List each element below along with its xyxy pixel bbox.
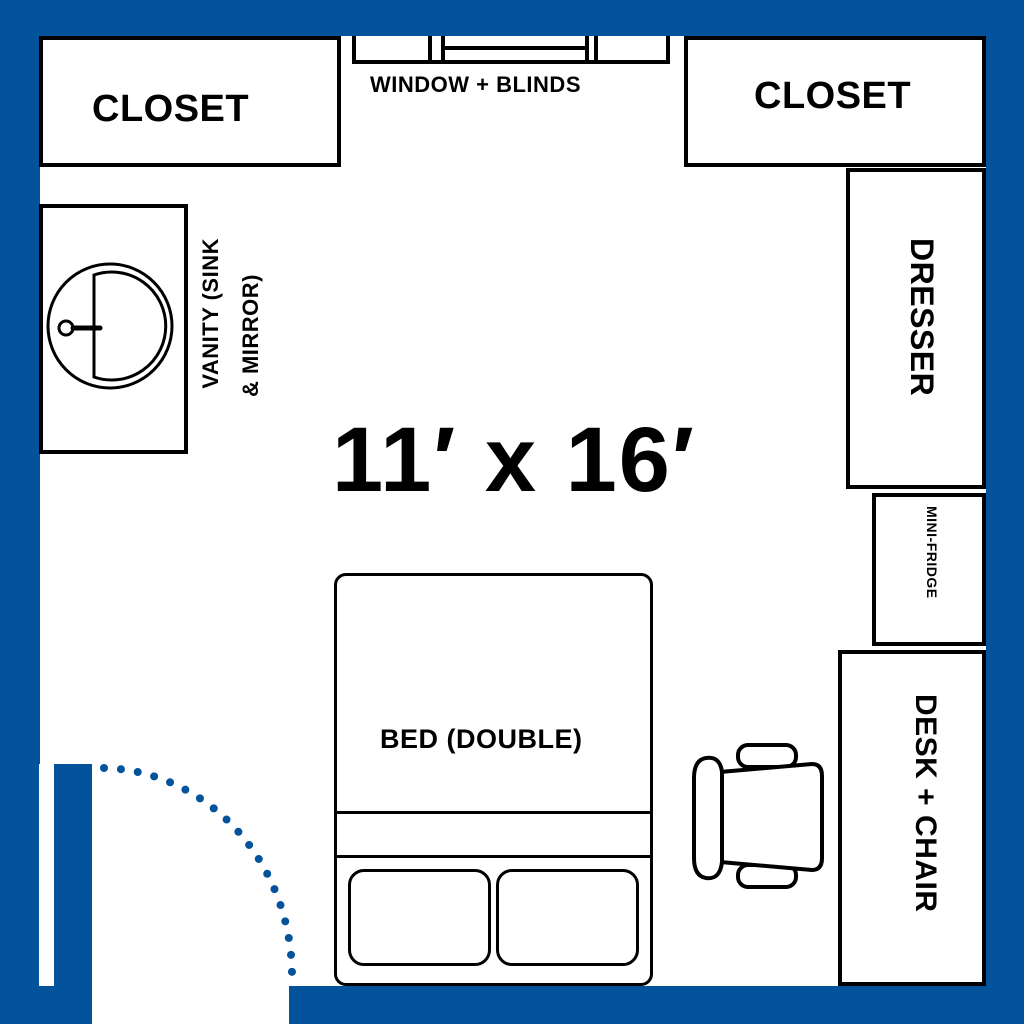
mini-fridge-label: MINI-FRIDGE: [924, 506, 940, 599]
desk: [838, 650, 986, 986]
pillow-icon: [496, 869, 639, 966]
closet-right: [684, 36, 986, 167]
bed-label: BED (DOUBLE): [380, 724, 583, 754]
mini-fridge: [872, 493, 986, 646]
vanity-label-line2: & MIRROR): [238, 274, 263, 398]
closet-right-label: CLOSET: [754, 75, 912, 117]
bed-blanket-fold: [334, 811, 653, 858]
vanity-label-line1: VANITY (SINK: [198, 238, 223, 389]
closet-left-label: CLOSET: [92, 88, 250, 130]
closet-left: [39, 36, 341, 167]
sink-icon: [46, 262, 174, 390]
room-dimensions: 11′ x 16′: [332, 409, 696, 511]
dresser: [846, 168, 986, 489]
dresser-label: DRESSER: [904, 238, 940, 397]
pillow-icon: [348, 869, 491, 966]
door-swing-icon: [100, 764, 296, 980]
window-label: WINDOW + BLINDS: [370, 72, 581, 97]
chair-icon: [692, 743, 824, 889]
desk-label: DESK + CHAIR: [909, 694, 942, 913]
